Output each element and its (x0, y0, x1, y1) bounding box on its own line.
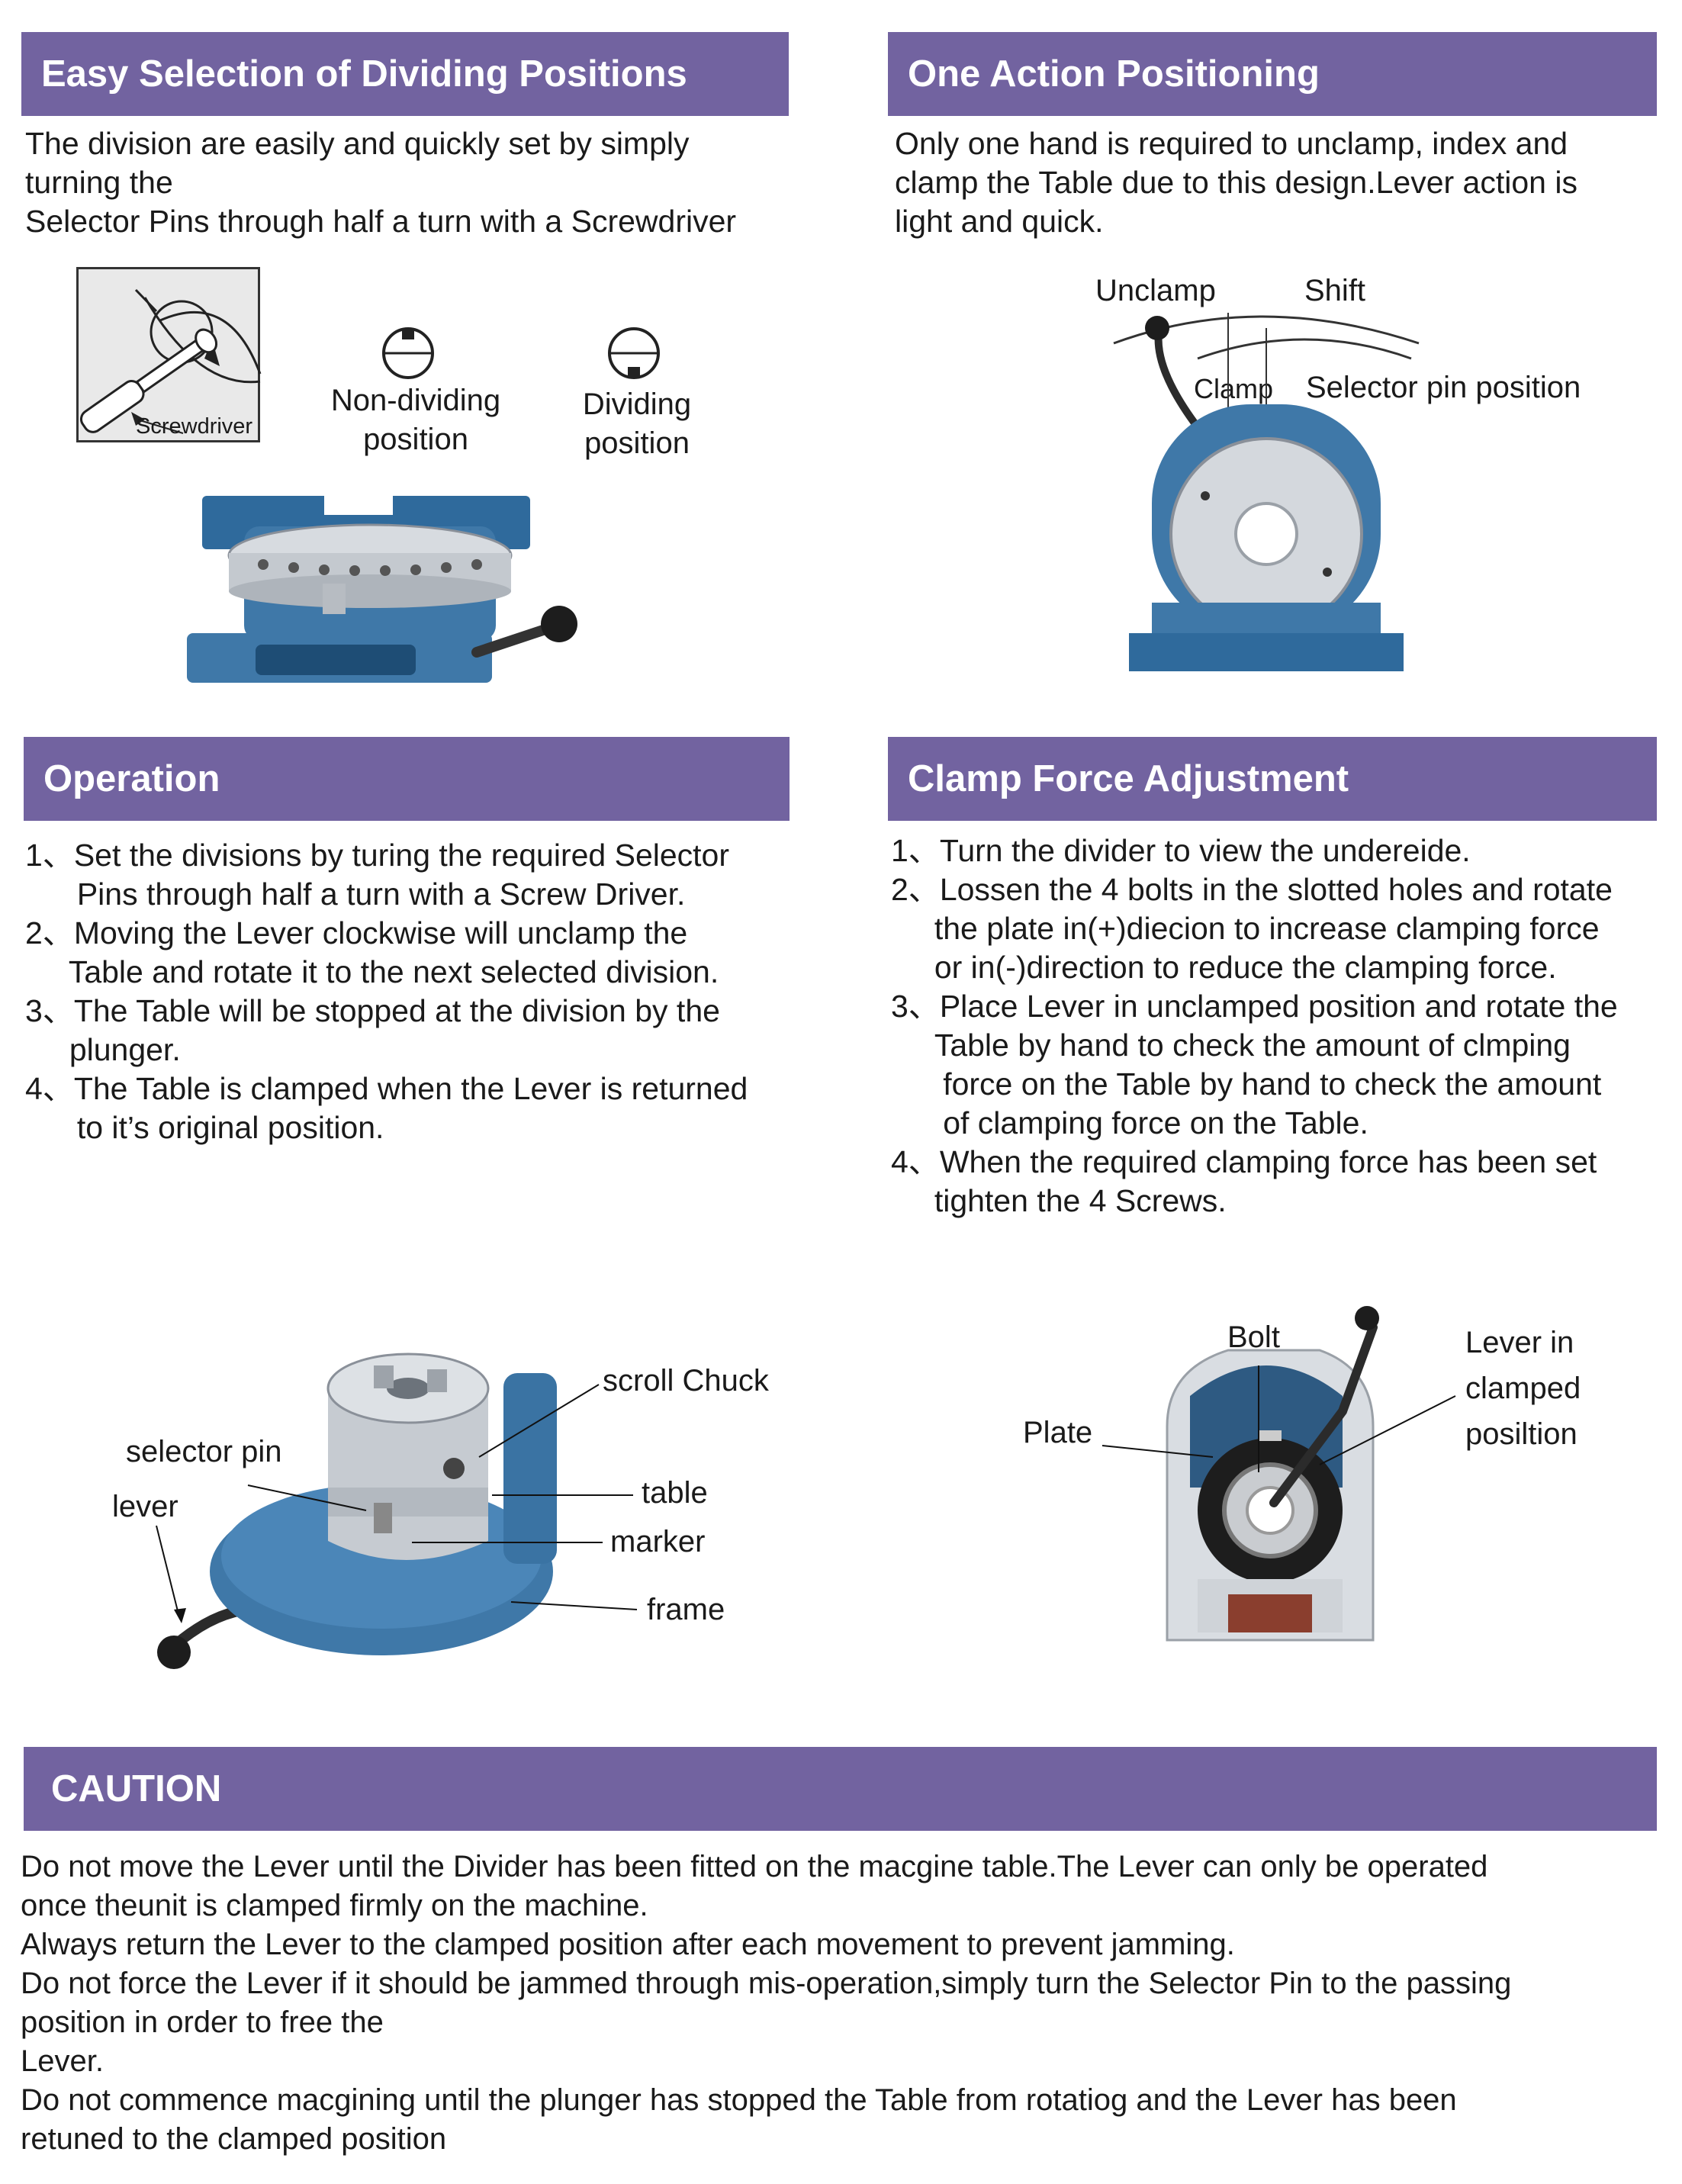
chuck-indexer-illustration (145, 1350, 580, 1671)
operation-step-4: 4、 The Table is clamped when the Lever i… (25, 1071, 748, 1145)
lever-label: lever (112, 1490, 178, 1523)
clamp-label: Clamp (1194, 373, 1274, 404)
caution-body: Do not move the Lever until the Divider … (21, 1848, 1661, 2159)
clamp-force-step-2: 2、 Lossen the 4 bolts in the slotted hol… (891, 872, 1613, 985)
lever-in-clamped-position-label: Lever in clamped posiltion (1465, 1326, 1581, 1451)
caution-line: Always return the Lever to the clamped p… (21, 1928, 1235, 1961)
caution-line: Do not commence macgining until the plun… (21, 2083, 1457, 2117)
clamp-force-step-4: 4、 When the required clamping force has … (891, 1144, 1597, 1218)
operation-step-2: 2、 Moving the Lever clockwise will uncla… (25, 915, 719, 989)
caution-line: Lever. (21, 2044, 104, 2078)
section-header-operation: Operation (24, 737, 790, 821)
clamp-force-steps: 1、 Turn the divider to view the undereid… (891, 831, 1677, 1221)
caution-line: once theunit is clamped firmly on the ma… (21, 1889, 648, 1922)
section-header-clamp-force: Clamp Force Adjustment (888, 737, 1657, 821)
table-label: table (642, 1476, 708, 1510)
selector-pin-label: selector pin (126, 1435, 282, 1468)
non-dividing-position-icon (381, 326, 435, 380)
operation-step-3: 3、 The Table will be stopped at the divi… (25, 993, 720, 1067)
screwdriver-diagram: Screwdriver (76, 267, 262, 442)
bolt-label: Bolt (1227, 1320, 1280, 1354)
caution-line: Do not move the Lever until the Divider … (21, 1850, 1488, 1883)
dividing-label: Dividing position (582, 388, 692, 460)
dividing-position-icon (607, 326, 661, 380)
one-action-indexer-illustration (1106, 298, 1426, 679)
shift-label: Shift (1304, 274, 1366, 307)
section-header-caution: CAUTION (24, 1747, 1657, 1831)
section-header-one-action: One Action Positioning (888, 32, 1657, 116)
clamp-force-step-1: 1、 Turn the divider to view the undereid… (891, 833, 1471, 868)
section-header-easy-selection: Easy Selection of Dividing Positions (21, 32, 789, 116)
easy-selection-body: The division are easily and quickly set … (25, 126, 737, 239)
frame-label: frame (647, 1593, 725, 1626)
scroll-chuck-label: scroll Chuck (603, 1364, 769, 1398)
clamp-force-step-3: 3、 Place Lever in unclamped position and… (891, 989, 1618, 1140)
caution-line: Do not force the Lever if it should be j… (21, 1967, 1512, 2000)
operation-steps: 1、 Set the divisions by turing the requi… (25, 836, 788, 1147)
plate-label: Plate (1023, 1416, 1093, 1449)
non-dividing-label: Non-dividing position (330, 384, 501, 456)
rotary-table-illustration (187, 488, 591, 687)
caution-line: retuned to the clamped position (21, 2122, 447, 2156)
marker-label: marker (610, 1525, 706, 1558)
selector-pin-position-label: Selector pin position (1306, 371, 1581, 404)
unclamp-label: Unclamp (1095, 274, 1216, 307)
one-action-body: Only one hand is required to unclamp, in… (895, 126, 1577, 239)
operation-step-1: 1、 Set the divisions by turing the requi… (25, 838, 730, 912)
caution-line: position in order to free the (21, 2005, 384, 2039)
screwdriver-label: Screwdriver (136, 414, 253, 439)
